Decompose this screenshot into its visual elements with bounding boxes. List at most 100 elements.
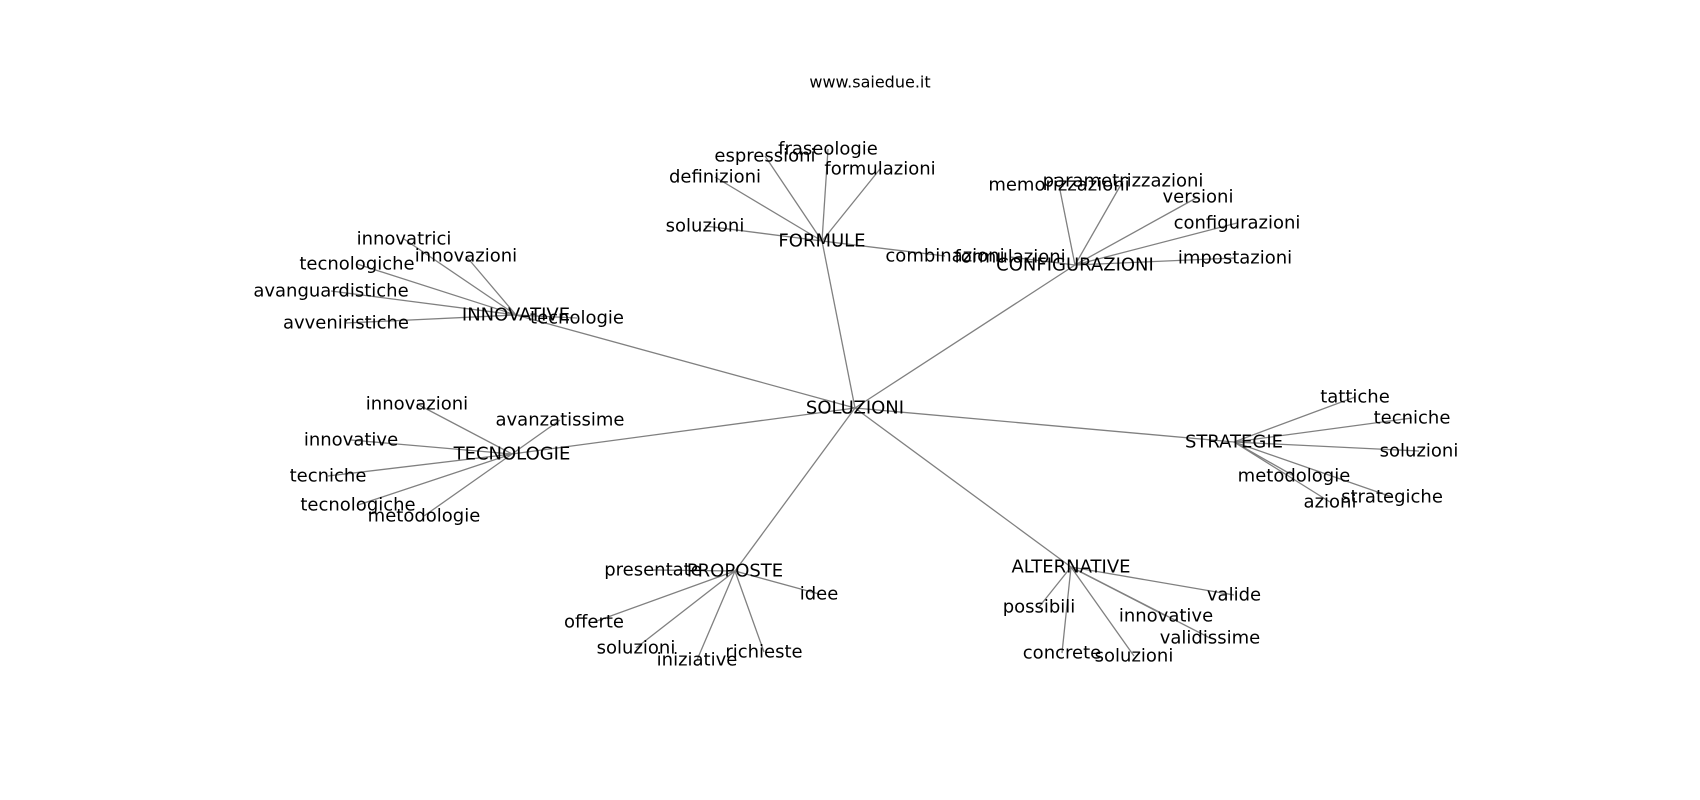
edge-proposte-p_iniziative: [696, 570, 736, 661]
node-label-c_versioni: versioni: [1163, 187, 1234, 208]
edge-configurazioni-c_versioni: [1074, 196, 1199, 266]
edge-formule-f_espressioni: [764, 155, 823, 242]
edge-formule-f_fraseologie: [821, 148, 829, 242]
node-label-s_soluzioni: soluzioni: [1380, 441, 1459, 462]
label-layer: SOLUZIONI FORMULE CONFIGURAZIONI INNOVATIVE…: [253, 139, 1458, 671]
node-label-s_tecniche: tecniche: [1374, 408, 1451, 429]
node-label-t_tecnologiche: tecnologiche: [300, 495, 415, 516]
edge-innovative_h-i_avanguardistiche: [330, 290, 517, 316]
node-label-configurazioni: CONFIGURAZIONI: [996, 255, 1154, 276]
node-label-i_avanguardistiche: avanguardistiche: [253, 281, 408, 302]
edge-tecnologie_h-t_tecnologiche: [357, 453, 513, 506]
edge-tecnologie_h-t_avanzatissime: [511, 419, 561, 455]
node-label-f_soluzioni: soluzioni: [666, 216, 745, 237]
node-label-innovative_h: INNOVATIVE: [462, 305, 570, 326]
edge-soluzioni_c-innovative_h: [515, 314, 856, 409]
edge-configurazioni-c_parametrizzazioni: [1074, 180, 1124, 266]
node-label-tecnologie_h: TECNOLOGIE: [453, 444, 571, 465]
node-label-p_idee: idee: [800, 584, 839, 605]
edge-formule-f_definizioni: [714, 176, 823, 242]
edge-soluzioni_c-formule: [821, 240, 856, 409]
edge-innovative_h-i_avveniristiche: [345, 314, 517, 324]
node-label-a_valide: valide: [1207, 585, 1261, 606]
node-label-a_validissime: validissime: [1160, 628, 1260, 649]
edge-tecnologie_h-t_tecniche: [327, 453, 513, 477]
node-label-soluzioni_c: SOLUZIONI: [806, 398, 904, 419]
edge-configurazioni-c_impostazioni: [1074, 257, 1236, 266]
node-label-strategie: STRATEGIE: [1185, 432, 1283, 453]
edge-strategie-s_tecniche: [1233, 417, 1413, 443]
node-label-f_definizioni: definizioni: [669, 167, 761, 188]
node-label-i_avveniristiche: avveniristiche: [283, 313, 409, 334]
node-label-alternative: ALTERNATIVE: [1011, 557, 1130, 578]
site-watermark: www.saiedue.it: [809, 73, 930, 92]
node-label-p_richieste: richieste: [725, 642, 802, 663]
edge-formule-f_combinazioni: [821, 240, 946, 257]
edge-tecnologie_h-t_innovazioni: [416, 403, 513, 455]
edge-innovative_h-i_innovatrici: [403, 238, 517, 316]
edge-proposte-p_idee: [734, 570, 820, 595]
node-label-s_metodologie: metodologie: [1238, 466, 1351, 487]
edge-alternative-a_valide: [1070, 566, 1235, 596]
node-label-t_avanzatissime: avanzatissime: [495, 410, 624, 431]
node-label-f_fraseologie: fraseologie: [778, 139, 878, 160]
edge-configurazioni-c_formulazioni: [1009, 256, 1076, 266]
node-label-t_metodologie: metodologie: [368, 506, 481, 527]
node-label-f_combinazioni: combinazioni: [885, 246, 1004, 267]
node-label-i_innovazioni: innovazioni: [415, 246, 517, 267]
node-label-c_formulazioni: formulazioni: [954, 247, 1065, 268]
edge-alternative-a_concrete: [1061, 566, 1072, 654]
node-label-proposte: PROPOSTE: [687, 561, 783, 582]
node-label-t_innovazioni: innovazioni: [366, 394, 468, 415]
node-label-formule: FORMULE: [778, 231, 865, 252]
node-label-t_tecniche: tecniche: [290, 466, 367, 487]
edge-innovative_h-i_tecnologie: [515, 314, 578, 319]
node-label-a_soluzioni: soluzioni: [1095, 646, 1174, 667]
node-label-p_presentate: presentate: [604, 560, 702, 581]
node-label-i_tecnologiche: tecnologiche: [299, 254, 414, 275]
edge-proposte-p_soluzioni: [635, 570, 736, 649]
edge-alternative-a_possibili: [1038, 566, 1072, 608]
edge-configurazioni-c_configurazioni: [1074, 222, 1238, 266]
edge-proposte-p_presentate: [652, 569, 736, 572]
edge-tecnologie_h-t_innovative: [350, 439, 513, 455]
node-label-a_innovative: innovative: [1119, 606, 1213, 627]
edge-soluzioni_c-alternative: [854, 407, 1072, 568]
node-label-s_tattiche: tattiche: [1320, 387, 1390, 408]
edge-formule-f_formulazioni: [821, 168, 881, 242]
edge-configurazioni-c_memorizzazioni: [1058, 184, 1076, 266]
node-label-a_possibili: possibili: [1003, 597, 1076, 618]
node-label-c_impostazioni: impostazioni: [1178, 248, 1292, 269]
edge-tecnologie_h-t_metodologie: [423, 453, 513, 517]
node-label-a_concrete: concrete: [1023, 643, 1101, 664]
edge-strategie-s_soluzioni: [1233, 441, 1420, 452]
edge-proposte-p_richieste: [734, 570, 765, 653]
node-label-i_innovatrici: innovatrici: [357, 229, 452, 250]
edge-strategie-s_azioni: [1233, 441, 1331, 503]
edge-innovative_h-i_tecnologiche: [356, 263, 517, 316]
edge-formule-f_soluzioni: [704, 225, 823, 242]
node-label-c_parametrizzazioni: parametrizzazioni: [1043, 171, 1204, 192]
node-label-p_iniziative: iniziative: [657, 650, 738, 671]
node-label-s_azioni: azioni: [1304, 492, 1357, 513]
node-label-c_memorizzazioni: memorizzazioni: [988, 175, 1129, 196]
edge-soluzioni_c-configurazioni: [854, 264, 1076, 409]
edge-soluzioni_c-strategie: [854, 407, 1235, 443]
node-label-p_offerte: offerte: [564, 612, 624, 633]
edge-soluzioni_c-proposte: [734, 407, 856, 572]
edge-layer: [327, 148, 1420, 661]
node-label-f_espressioni: espressioni: [714, 146, 815, 167]
node-label-t_innovative: innovative: [304, 430, 398, 451]
edge-alternative-a_validissime: [1070, 566, 1211, 639]
edge-strategie-s_tattiche: [1233, 396, 1356, 443]
node-label-i_tecnologie: tecnologie: [530, 308, 624, 329]
edge-alternative-a_soluzioni: [1070, 566, 1135, 657]
edge-innovative_h-i_innovazioni: [465, 255, 517, 316]
edge-proposte-p_offerte: [593, 570, 736, 623]
node-label-c_configurazioni: configurazioni: [1174, 213, 1301, 234]
node-label-p_soluzioni: soluzioni: [597, 638, 676, 659]
node-label-f_formulazioni: formulazioni: [824, 159, 935, 180]
node-label-s_strategiche: strategiche: [1341, 487, 1443, 508]
edge-strategie-s_strategiche: [1233, 441, 1393, 498]
